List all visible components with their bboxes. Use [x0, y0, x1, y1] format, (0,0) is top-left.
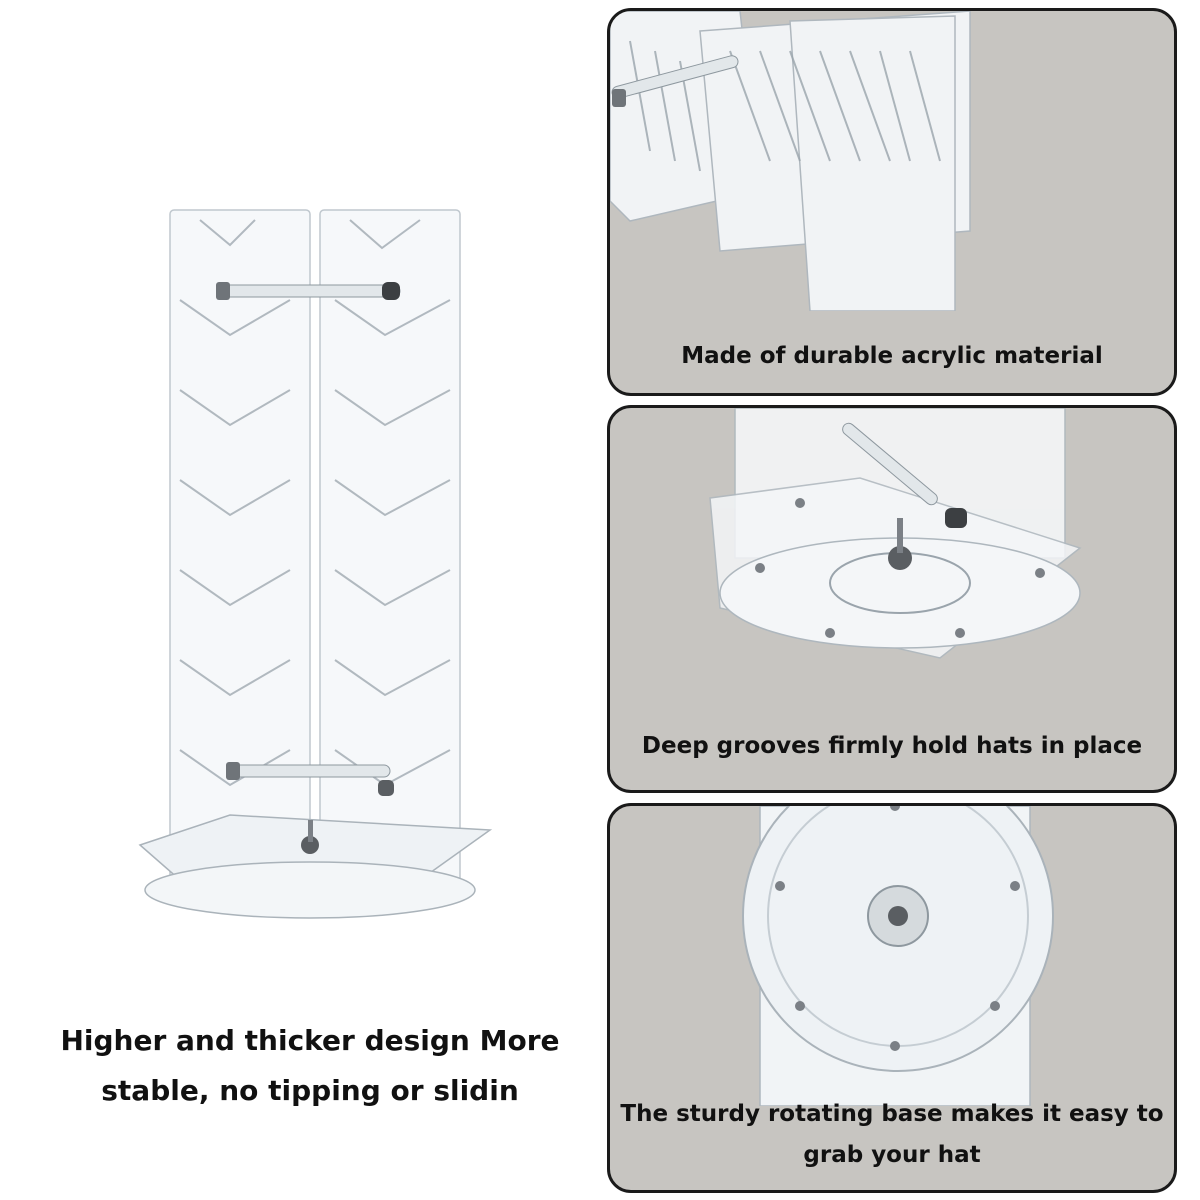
main-caption: Higher and thicker design More stable, n…: [60, 1024, 560, 1107]
panel-caption-material: Made of durable acrylic material: [681, 343, 1103, 369]
panel-caption-base: The sturdy rotating base makes it easy t…: [620, 1101, 1164, 1168]
rotating-base-photo: [742, 806, 1054, 1106]
grooves-base-photo: [709, 408, 1082, 659]
panel-caption-grooves: Deep grooves firmly hold hats in place: [641, 733, 1143, 759]
acrylic-hat-rack-photo: [138, 209, 493, 919]
acrylic-closeup-photo: [610, 11, 971, 311]
feature-panel-grooves: Deep grooves firmly hold hats in place: [607, 405, 1177, 793]
feature-panel-material: Made of durable acrylic material: [607, 8, 1177, 396]
feature-panel-base: The sturdy rotating base makes it easy t…: [607, 803, 1177, 1193]
